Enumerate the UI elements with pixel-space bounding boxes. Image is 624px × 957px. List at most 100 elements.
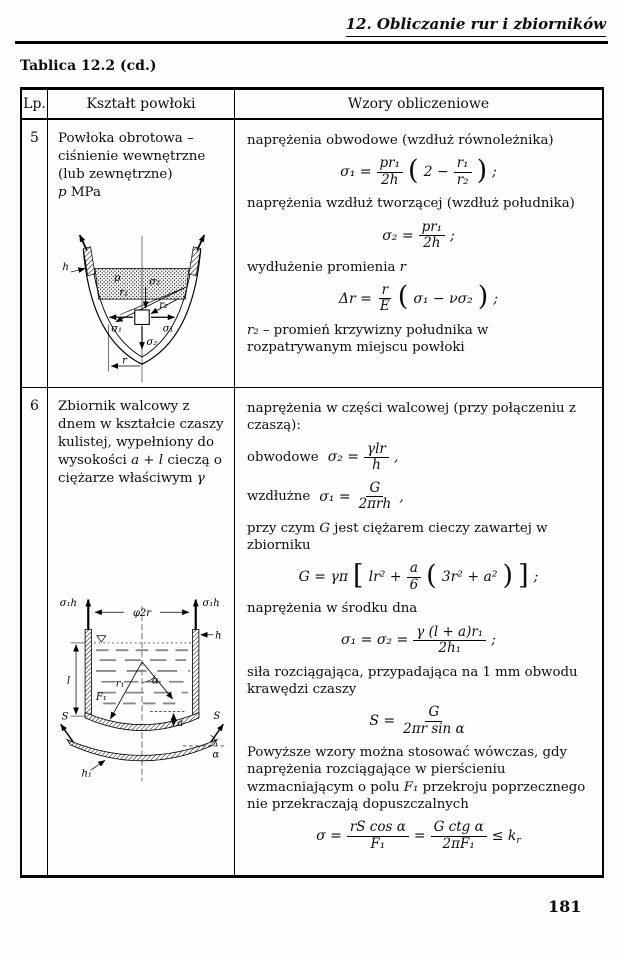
math-term: 3r² + a² <box>441 569 498 586</box>
s-arrow-left <box>60 724 74 744</box>
diagram-label-p: p <box>114 273 121 284</box>
diagram-label-diameter: φ2r <box>133 608 152 619</box>
diagram-label-s-right: S <box>213 711 220 722</box>
header-rule <box>15 41 608 44</box>
bracket-open: [ <box>353 559 364 591</box>
diagram-label-sigma2-top: σ₂ <box>149 277 160 288</box>
math-term: 2 − <box>423 164 449 181</box>
paren-close: ) <box>477 281 489 313</box>
water-level-icon <box>96 635 107 644</box>
diagram-label-sigma2-bottom: σ₂ <box>147 338 158 349</box>
tension-arrow-right <box>196 234 206 252</box>
row5-label-circumferential: naprężenia obwodowe (wzdłuż równoleżnika… <box>247 133 554 148</box>
col-header-formulas: Wzory obliczeniowe <box>235 90 602 120</box>
diagram-label-sigma1-left: σ₁ <box>111 324 122 335</box>
left-wall <box>84 629 92 717</box>
math-punct: ; <box>493 290 499 307</box>
diagram-label-alpha-right: α <box>212 750 219 761</box>
row5-pressure-symbol: p <box>58 185 67 201</box>
right-wall <box>192 629 200 717</box>
math-lhs: σ₂ = <box>382 227 414 244</box>
page-number: 181 <box>548 897 582 916</box>
diagram-label-f1: F₁ <box>95 692 107 703</box>
running-head: 12. Obliczanie rur i zbiorników <box>345 15 606 37</box>
diagram-label-h: h <box>215 631 221 642</box>
row5-formulas-cell: naprężenia obwodowe (wzdłuż równoleżnika… <box>235 120 602 388</box>
diagram-label-r1: r₁ <box>116 679 125 690</box>
paren-open: ( <box>426 559 437 591</box>
diagram-label-r2: r₂ <box>159 301 168 312</box>
diagram-label-sigma1h-right: σ₁h <box>203 598 220 609</box>
math-lhs: σ₁ = σ₂ = <box>341 632 409 649</box>
row6-label-bottom-center: naprężenia w środku dna <box>247 601 418 617</box>
col-header-lp: Lp. <box>22 90 48 120</box>
s-arrow-right <box>210 724 224 744</box>
col-header-shape: Kształt powłoki <box>48 90 235 120</box>
formulas-table: Lp. Kształt powłoki Wzory obliczeniowe 5… <box>20 87 604 878</box>
row6-gamma-symbol: γ <box>196 471 205 487</box>
diagram-label-r1: r₁ <box>119 288 128 299</box>
row6-label-cylindrical: naprężenia w części walcowej (przy połąc… <box>247 401 576 434</box>
diagram-label-s-left: S <box>62 712 69 723</box>
detached-cap-shell <box>65 739 219 762</box>
row5-label-meridional: naprężenia wzdłuż tworzącej (wzdłuż połu… <box>247 196 575 212</box>
paren-close: ) <box>476 154 488 186</box>
math-lhs: Δr = <box>338 290 372 307</box>
paren-open: ( <box>397 281 409 313</box>
row6-diagram-wrap: σ₁h σ₁h φ2r h <box>58 583 226 795</box>
math-punct: ; <box>492 164 497 181</box>
row5-number: 5 <box>22 120 48 388</box>
math-punct: ; <box>533 569 539 586</box>
diagram-label-r: r <box>122 356 128 367</box>
diagram-label-sigma1-right: σ₁ <box>163 324 174 335</box>
math-term: lr² + <box>368 569 402 586</box>
diagram-label-sigma1h-left: σ₁h <box>60 598 77 609</box>
math-equals: = <box>413 828 426 845</box>
diagram-label-a: a <box>177 719 183 730</box>
cylindrical-tank-drawing: σ₁h σ₁h φ2r h <box>60 598 225 782</box>
table-caption: Tablica 12.2 (cd.) <box>20 58 157 74</box>
math-punct: ; <box>491 632 496 649</box>
row5-shape-cell: Powłoka obrotowa – ciśnienie wewnętrzne … <box>48 120 235 388</box>
row5-description: Powłoka obrotowa – ciśnienie wewnętrzne … <box>58 130 226 202</box>
row6-label-weight: przy czym G jest ciężarem cieczy zawarte… <box>247 520 548 553</box>
diagram-label-l: l <box>67 676 70 687</box>
row5-note-r2: r₂ – promień krzywizny południka w rozpa… <box>247 322 489 356</box>
spherical-bottom <box>84 712 200 732</box>
row6-description-text2: cieczą o ciężarze właściwym <box>58 453 222 487</box>
row5-diagram-wrap: h p σ₂ r₁ r₂ σ₁ σ₁ σ₂ <box>58 224 226 387</box>
math-punct: ; <box>450 227 455 244</box>
row6-formulas-cell: naprężenia w części walcowej (przy połąc… <box>235 388 602 875</box>
row6-label-tensile-force: siła rozciągająca, przypadająca na 1 mm … <box>247 664 578 697</box>
row5-label-radius-elongation: wydłużenie promienia r <box>247 259 407 275</box>
diagram-label-h1: h₁ <box>81 769 91 780</box>
stress-element <box>134 309 150 326</box>
liquid-fill <box>94 268 190 300</box>
diagram-label-h: h <box>63 263 69 274</box>
paren-open: ( <box>408 154 419 186</box>
row6-number: 6 <box>22 388 48 875</box>
rotational-shell-drawing: h p σ₂ r₁ r₂ σ₁ σ₁ σ₂ <box>63 234 206 383</box>
math-lhs: σ = <box>316 828 342 845</box>
math-term: σ₁ − νσ₂ <box>413 290 473 307</box>
row5-description-text: Powłoka obrotowa – ciśnienie wewnętrzne … <box>58 131 206 183</box>
diagram-label-alpha-center: α <box>152 676 159 687</box>
